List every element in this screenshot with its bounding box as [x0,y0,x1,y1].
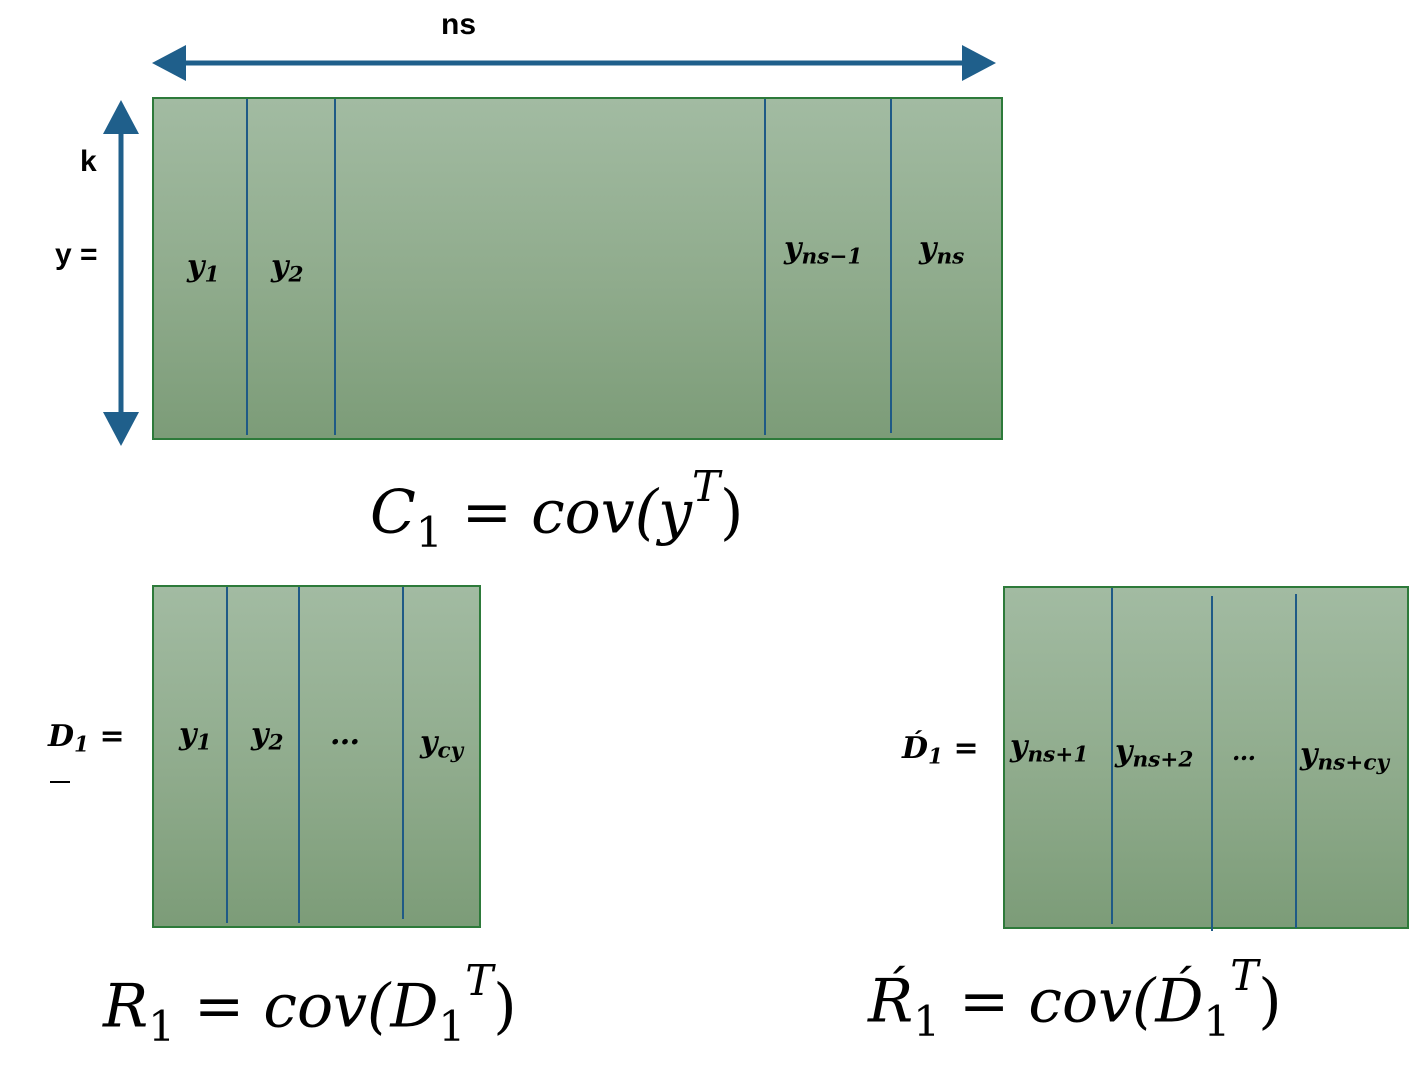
column-label: yns+2 [1115,734,1194,773]
height-arrow [103,100,139,446]
column-divider [1295,594,1297,928]
height-label: k [80,145,97,178]
column-label: y1 [179,717,212,756]
column-label: yns [919,231,965,270]
column-label: ycy [420,725,464,764]
column-divider [890,99,892,433]
column-divider [1111,588,1113,924]
equation-r1: R1 = cov(D1T) [103,956,517,1052]
matrix-d1-prime [1003,586,1409,931]
width-label: ns [441,8,477,41]
column-label: y1 [187,249,220,288]
column-label: yns+1 [1010,729,1089,768]
column-label: y2 [271,249,304,288]
matrix-y-label: y = [55,238,98,271]
matrix-y [152,97,1003,440]
column-divider [764,99,766,435]
underline-mark [50,781,70,783]
matrix-d1 [152,585,481,928]
column-divider [1211,596,1213,931]
matrix-d1-label: D1 = [48,719,125,758]
column-ellipsis: … [1232,737,1256,766]
column-ellipsis: … [330,717,360,752]
equation-r1-prime: Ŕ1 = cov(D́1T) [868,951,1282,1047]
column-label: yns−1 [784,231,863,270]
equation-c1: C1 = cov(yT) [370,462,744,558]
column-label: yns+cy [1300,737,1390,776]
column-divider [226,587,228,923]
column-divider [246,99,248,435]
matrix-d1-prime-label: D́1 = [902,731,979,770]
column-divider [298,587,300,923]
column-divider [402,587,404,919]
column-label: y2 [251,717,284,756]
column-divider [334,99,336,435]
width-arrow [152,45,996,81]
